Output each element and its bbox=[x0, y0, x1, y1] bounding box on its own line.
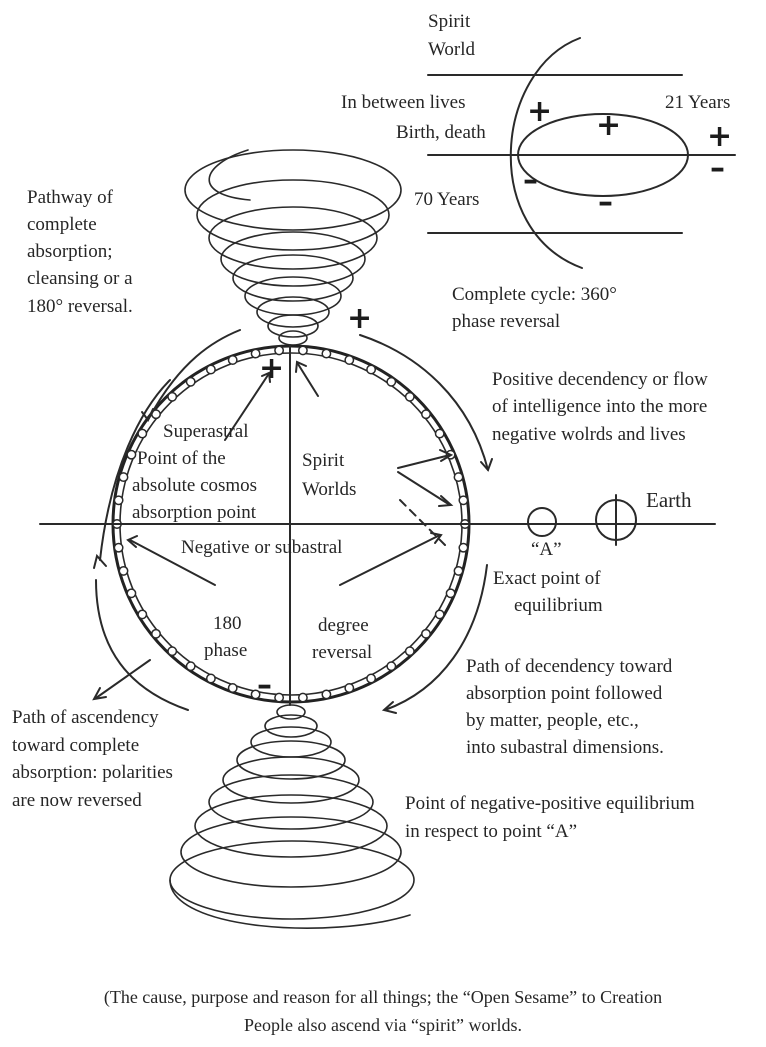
ring-bead bbox=[114, 544, 122, 552]
ring-bead bbox=[367, 674, 375, 682]
complete-cycle-label-1: Complete cycle: 360° bbox=[452, 284, 617, 305]
phase-label-1: 180 bbox=[213, 613, 242, 634]
ring-bead bbox=[168, 393, 176, 401]
spirit-worlds-label-1: Spirit bbox=[302, 450, 345, 471]
ring-bead bbox=[187, 378, 195, 386]
ring-bead bbox=[436, 429, 444, 437]
ring-bead bbox=[322, 349, 330, 357]
path-decendency-4: into subastral dimensions. bbox=[466, 737, 664, 758]
pathway-label-1: Pathway of bbox=[27, 187, 114, 208]
years-70-label: 70 Years bbox=[414, 189, 479, 210]
superastral-label-4: absorption point bbox=[132, 502, 257, 523]
minus-sign: – bbox=[257, 668, 272, 703]
ring-bead bbox=[207, 674, 215, 682]
path-decendency-2: absorption point followed bbox=[466, 683, 663, 704]
ring-bead bbox=[387, 378, 395, 386]
lower-spiral-cone bbox=[170, 705, 414, 928]
ring-bead bbox=[406, 393, 414, 401]
pathway-label-3: absorption; bbox=[27, 241, 113, 262]
ring-bead bbox=[454, 473, 462, 481]
spirit-world-label-2: World bbox=[428, 39, 476, 60]
path-ascendency-4: are now reversed bbox=[12, 790, 142, 811]
ring-bead bbox=[387, 662, 395, 670]
spirit-world-label-1: Spirit bbox=[428, 11, 471, 32]
ring-bead bbox=[229, 684, 237, 692]
ring-bead bbox=[138, 610, 146, 618]
point-a-circle bbox=[528, 508, 556, 536]
path-ascendency-2: toward complete bbox=[12, 735, 139, 756]
ring-bead bbox=[422, 630, 430, 638]
ring-bead bbox=[138, 429, 146, 437]
in-between-lives-label: In between lives bbox=[341, 92, 466, 113]
ring-bead bbox=[446, 589, 454, 597]
exact-point-label-2: equilibrium bbox=[514, 595, 603, 616]
superastral-label-1: Superastral bbox=[163, 421, 248, 442]
years-21-label: 21 Years bbox=[665, 92, 730, 113]
pathway-label-2: complete bbox=[27, 214, 97, 235]
ring-bead bbox=[114, 496, 122, 504]
superastral-label-3: absolute cosmos bbox=[132, 475, 257, 496]
pathway-label-5: 180° reversal. bbox=[27, 296, 133, 317]
path-ascendency-3: absorption: polarities bbox=[12, 762, 173, 783]
plus-sign: + bbox=[596, 108, 621, 143]
complete-cycle-label-2: phase reversal bbox=[452, 311, 560, 332]
positive-decendency-3: negative wolrds and lives bbox=[492, 424, 686, 445]
ring-bead bbox=[119, 473, 127, 481]
ring-bead bbox=[275, 693, 283, 701]
caption-line-1: (The cause, purpose and reason for all t… bbox=[104, 987, 662, 1008]
path-decendency-1: Path of decendency toward bbox=[466, 656, 673, 677]
negative-subastral-label: Negative or subastral bbox=[181, 537, 342, 558]
plus-sign: + bbox=[347, 301, 372, 336]
point-a-label: “A” bbox=[531, 539, 562, 560]
degree-label-2: reversal bbox=[312, 642, 372, 663]
ring-bead bbox=[299, 693, 307, 701]
ring-bead bbox=[127, 589, 135, 597]
ring-bead bbox=[119, 567, 127, 575]
minus-sign: – bbox=[710, 151, 725, 186]
ring-bead bbox=[168, 647, 176, 655]
caption-line-2: People also ascend via “spirit” worlds. bbox=[244, 1015, 522, 1035]
ring-bead bbox=[322, 690, 330, 698]
ring-bead bbox=[229, 356, 237, 364]
minus-sign: – bbox=[598, 185, 613, 220]
phase-label-2: phase bbox=[204, 640, 247, 661]
superastral-label-2: Point of the bbox=[137, 448, 226, 469]
ring-bead bbox=[459, 544, 467, 552]
ring-bead bbox=[345, 356, 353, 364]
phase-cycle-panel: Spirit World In between lives Birth, dea… bbox=[341, 11, 735, 332]
plus-sign: + bbox=[259, 351, 284, 386]
ring-bead bbox=[152, 630, 160, 638]
earth-label: Earth bbox=[646, 488, 692, 512]
neg-pos-equilibrium-2: in respect to point “A” bbox=[405, 821, 577, 842]
ring-bead bbox=[436, 610, 444, 618]
positive-decendency-1: Positive decendency or flow bbox=[492, 369, 708, 390]
neg-pos-equilibrium-1: Point of negative-positive equilibrium bbox=[405, 793, 695, 814]
ring-bead bbox=[367, 365, 375, 373]
path-ascendency-1: Path of ascendency bbox=[12, 707, 159, 728]
degree-label-1: degree bbox=[318, 615, 369, 636]
pathway-label-4: cleansing or a bbox=[27, 268, 133, 289]
ring-bead bbox=[422, 410, 430, 418]
minus-sign: – bbox=[523, 163, 538, 198]
ring-bead bbox=[454, 567, 462, 575]
plus-sign: + bbox=[707, 119, 732, 154]
positive-decendency-2: of intelligence into the more bbox=[492, 396, 707, 417]
ring-bead bbox=[127, 451, 135, 459]
ring-bead bbox=[207, 365, 215, 373]
ring-bead bbox=[187, 662, 195, 670]
exact-point-label-1: Exact point of bbox=[493, 568, 601, 589]
birth-death-label: Birth, death bbox=[396, 122, 486, 143]
ring-bead bbox=[406, 647, 414, 655]
ring-bead bbox=[459, 496, 467, 504]
ring-bead bbox=[345, 684, 353, 692]
spirit-worlds-label-2: Worlds bbox=[302, 479, 356, 500]
ring-bead bbox=[299, 346, 307, 354]
plus-sign: + bbox=[527, 94, 552, 129]
path-decendency-3: by matter, people, etc., bbox=[466, 710, 639, 731]
